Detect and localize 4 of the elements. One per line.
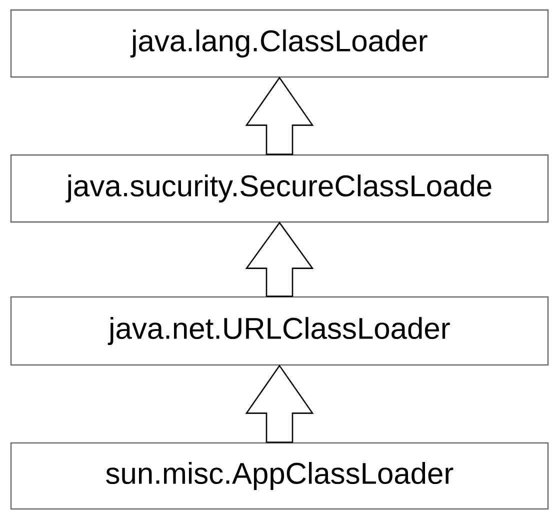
- class-box: java.sucurity.SecureClassLoade: [10, 154, 549, 223]
- class-box: sun.misc.AppClassLoader: [10, 442, 549, 510]
- class-box: java.net.URLClassLoader: [10, 296, 549, 366]
- class-box: java.lang.ClassLoader: [10, 9, 549, 78]
